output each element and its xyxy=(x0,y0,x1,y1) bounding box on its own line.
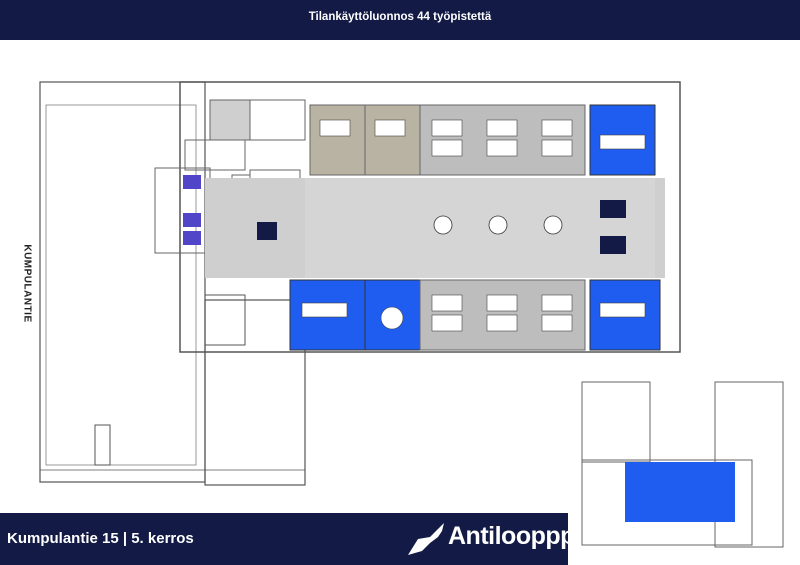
footer-bar: Kumpulantie 15 | 5. kerros xyxy=(0,513,568,565)
address-label: Kumpulantie 15 | 5. kerros xyxy=(7,530,194,547)
header-bar: Tilankäyttöluonnos 44 työpistettä xyxy=(0,0,800,40)
floor-plan xyxy=(39,81,681,486)
antelope-logo-icon xyxy=(408,523,444,555)
stairs-bottom xyxy=(94,424,111,466)
round-table xyxy=(380,306,404,330)
meeting-room xyxy=(364,104,421,176)
street-label: KUMPULANTIE xyxy=(21,244,33,323)
left-hall xyxy=(39,81,306,486)
location-minimap xyxy=(581,381,784,548)
staircase xyxy=(204,294,246,346)
wc-icon xyxy=(183,175,201,245)
phone-icon xyxy=(600,200,626,218)
meeting-room xyxy=(309,104,366,176)
page-title: Tilankäyttöluonnos 44 työpistettä xyxy=(308,11,492,23)
corridor-inner xyxy=(305,178,655,278)
phone-icon xyxy=(257,222,277,240)
phone-icon xyxy=(600,236,626,254)
building-outline xyxy=(179,81,681,353)
brand-name: Antiloopppi xyxy=(448,522,582,550)
